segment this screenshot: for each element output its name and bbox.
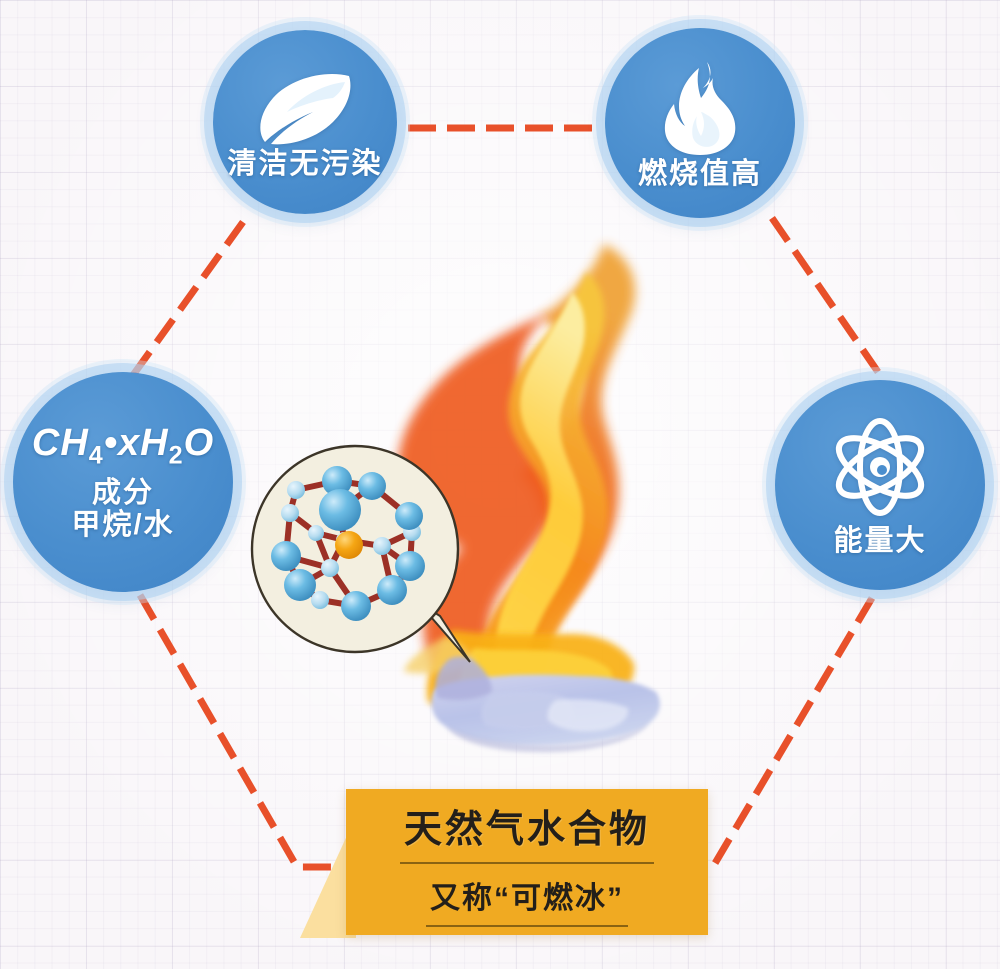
banner-title: 天然气水合物 (399, 798, 654, 864)
methane-molecule (335, 531, 363, 559)
banner-body[interactable]: 天然气水合物 又称“可燃冰” (346, 789, 708, 935)
banner-subtitle: 又称“可燃冰” (426, 873, 628, 927)
